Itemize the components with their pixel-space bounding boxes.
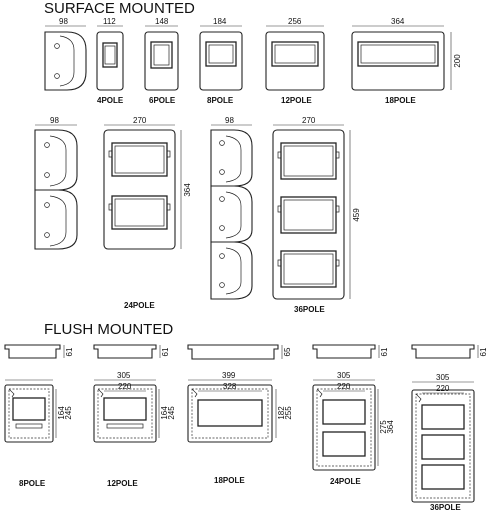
flush-12pole-outer-width: 305 [117,371,131,380]
flush-24pole-label: 24POLE [330,477,361,486]
flush-36pole-profile-height: 61 [479,347,488,356]
flush-24pole-profile-height: 61 [380,347,389,356]
flush-profiles [4,344,475,360]
surface-12pole-label: 12POLE [281,96,312,105]
surface-24pole-side-view [34,129,78,250]
surface-36pole-height: 459 [352,208,361,222]
flush-8pole-profile-height: 61 [65,347,74,356]
flush-18pole-inner-width: 328 [223,382,237,391]
surface-36pole-front [272,129,345,300]
flush-24pole-outer-width: 305 [337,371,351,380]
flush-36pole-inner-width: 220 [436,384,450,393]
flush-8pole-label: 8POLE [19,479,46,488]
surface-4pole-front [96,31,124,91]
surface-6pole-label: 6POLE [149,96,176,105]
flush-18pole-front [187,384,273,443]
flush-24pole-inner-width: 220 [337,382,351,391]
flush-24pole-height-b: 364 [386,420,395,434]
surface-12pole-width: 256 [288,17,302,26]
surface-18pole-width: 364 [391,17,405,26]
flush-mounted-title: FLUSH MOUNTED [44,321,173,338]
surface-36pole-width: 270 [302,116,316,125]
flush-12pole-inner-width: 220 [118,382,132,391]
surface-24pole-side-width: 98 [50,116,59,125]
flush-36pole-front [411,389,475,503]
flush-8pole-front [4,384,54,443]
surface-6pole-front [144,31,179,91]
flush-8pole-dim-b: 245 [64,406,73,420]
surface-8pole-width: 184 [213,17,227,26]
surface-row-height: 200 [453,54,462,68]
flush-18pole-label: 18POLE [214,476,245,485]
surface-6pole-width: 148 [155,17,169,26]
surface-36pole-side-view [210,129,253,300]
surface-36pole-side-width: 98 [225,116,234,125]
surface-12pole-front [265,31,325,91]
flush-12pole-profile-height: 61 [161,347,170,356]
flush-12pole-label: 12POLE [107,479,138,488]
surface-4pole-width: 112 [103,17,116,26]
surface-mounted-title: SURFACE MOUNTED [44,0,195,17]
surface-24pole-height: 364 [183,183,192,197]
flush-12pole-height-a: 164 [160,406,169,420]
surface-36pole-label: 36POLE [294,305,325,314]
flush-8pole-dim-a: 164 [57,406,66,420]
flush-18pole-outer-width: 399 [222,371,236,380]
surface-4pole-label: 4POLE [97,96,124,105]
surface-24pole-label: 24POLE [124,301,155,310]
surface-18pole-label: 18POLE [385,96,416,105]
flush-12pole-front [93,384,157,443]
flush-18pole-height-a: 182 [277,406,286,420]
surface-18pole-front [351,31,445,91]
flush-18pole-height-b: 255 [284,406,293,420]
surface-24pole-width: 270 [133,116,147,125]
surface-24pole-front [103,129,176,250]
surface-side-view [44,31,87,91]
flush-36pole-label: 36POLE [430,503,461,512]
flush-12pole-height-b: 245 [167,406,176,420]
flush-36pole-outer-width: 305 [436,373,450,382]
flush-18pole-profile-height: 65 [283,347,292,356]
surface-side-width: 98 [59,17,68,26]
surface-8pole-front [199,31,243,91]
flush-24pole-front [312,384,376,471]
flush-24pole-height-a: 275 [379,420,388,434]
surface-8pole-label: 8POLE [207,96,234,105]
